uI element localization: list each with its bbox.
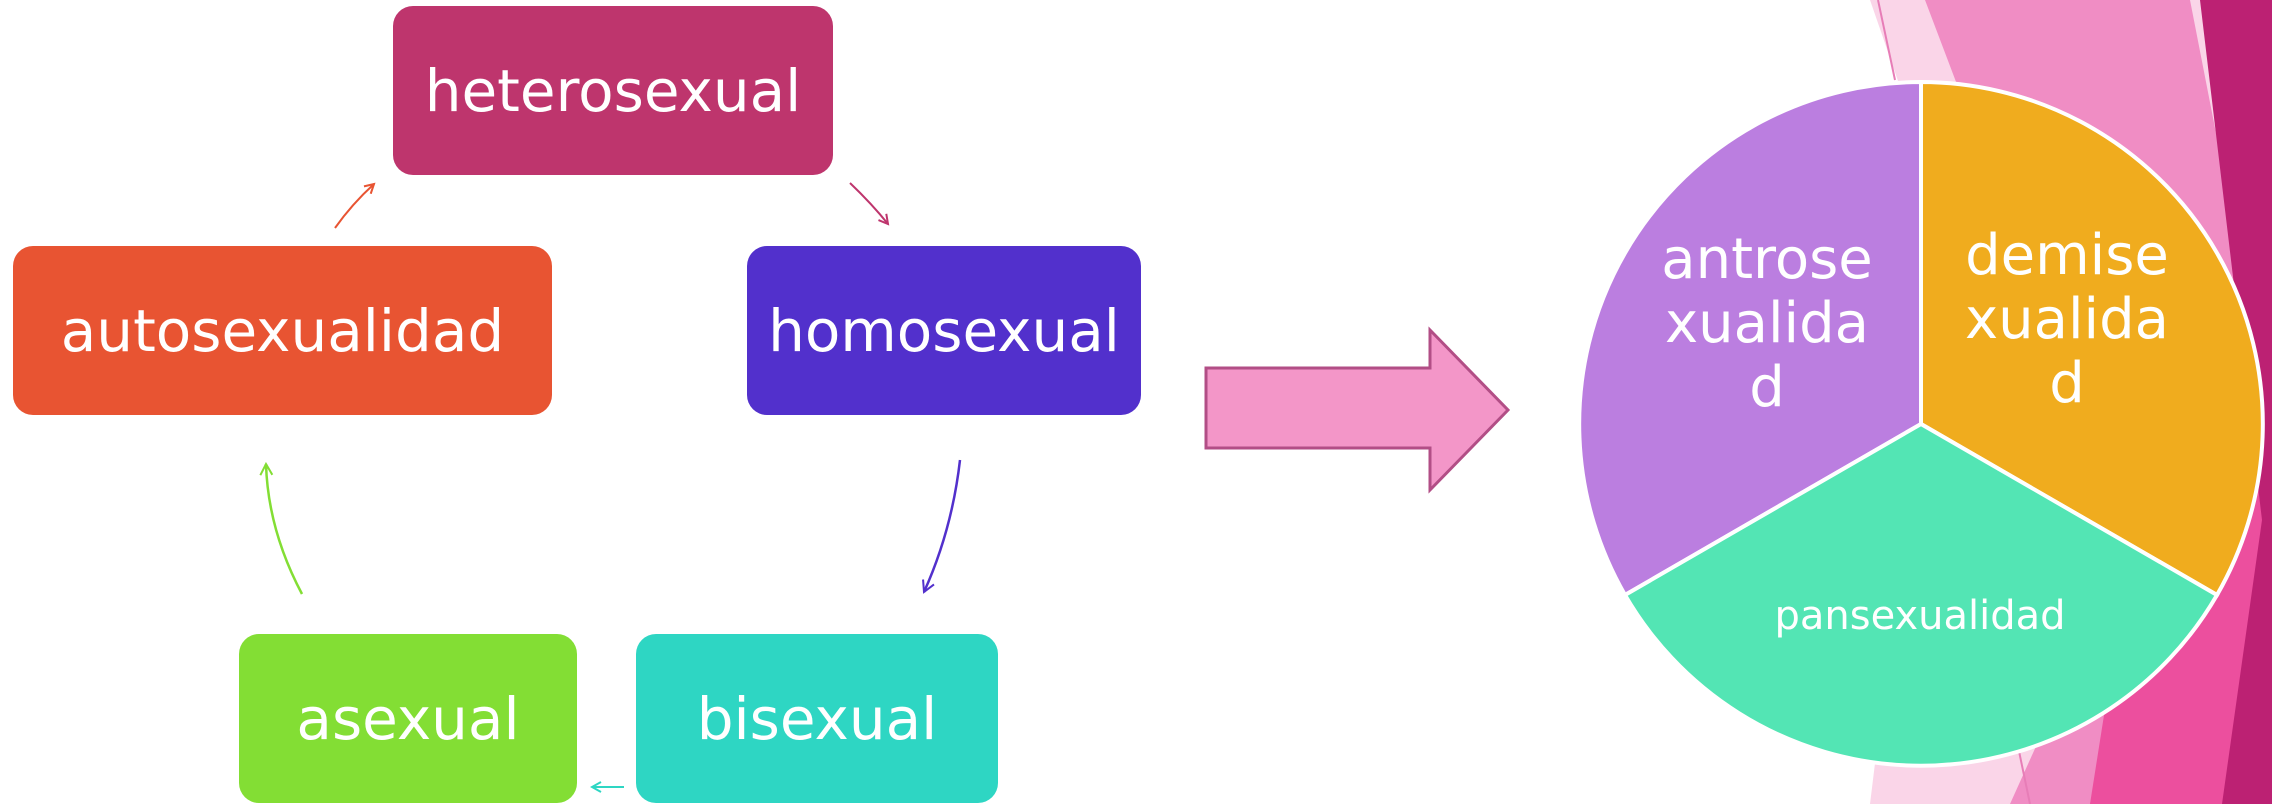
- arrow-autosexualidad-to-heterosexual: [334, 184, 374, 229]
- node-label: homosexual: [768, 296, 1120, 365]
- pie-label-demisexualidad: demise xualida d: [1965, 223, 2169, 416]
- node-label: bisexual: [696, 684, 938, 753]
- node-autosexualidad: autosexualidad: [13, 246, 552, 415]
- pie-label-antrosexualidad: antrose xualida d: [1661, 227, 1873, 420]
- pie-label-pansexualidad: pansexualidad: [1774, 593, 2066, 639]
- arrow-asexual-to-autosexualidad: [266, 464, 304, 595]
- node-asexual: asexual: [239, 634, 577, 803]
- node-label: asexual: [296, 684, 520, 753]
- node-heterosexual: heterosexual: [393, 6, 833, 175]
- node-homosexual: homosexual: [747, 246, 1141, 415]
- arrow-homosexual-to-bisexual: [924, 459, 962, 592]
- node-label: heterosexual: [424, 56, 802, 125]
- pie-slice-antrosexualidad: [1577, 79, 1923, 598]
- arrow-heterosexual-to-homosexual: [849, 182, 888, 224]
- big-right-arrow: [1204, 326, 1511, 494]
- node-label: autosexualidad: [60, 296, 505, 365]
- pie-slice-demisexualidad: [1919, 79, 2265, 598]
- pie-slice-pansexualidad: [1622, 421, 2220, 768]
- bg-magenta-shape: [2200, 0, 2272, 804]
- node-bisexual: bisexual: [636, 634, 998, 803]
- bg-thin-line: [1877, 0, 1896, 81]
- pie-chart: [1577, 79, 2265, 768]
